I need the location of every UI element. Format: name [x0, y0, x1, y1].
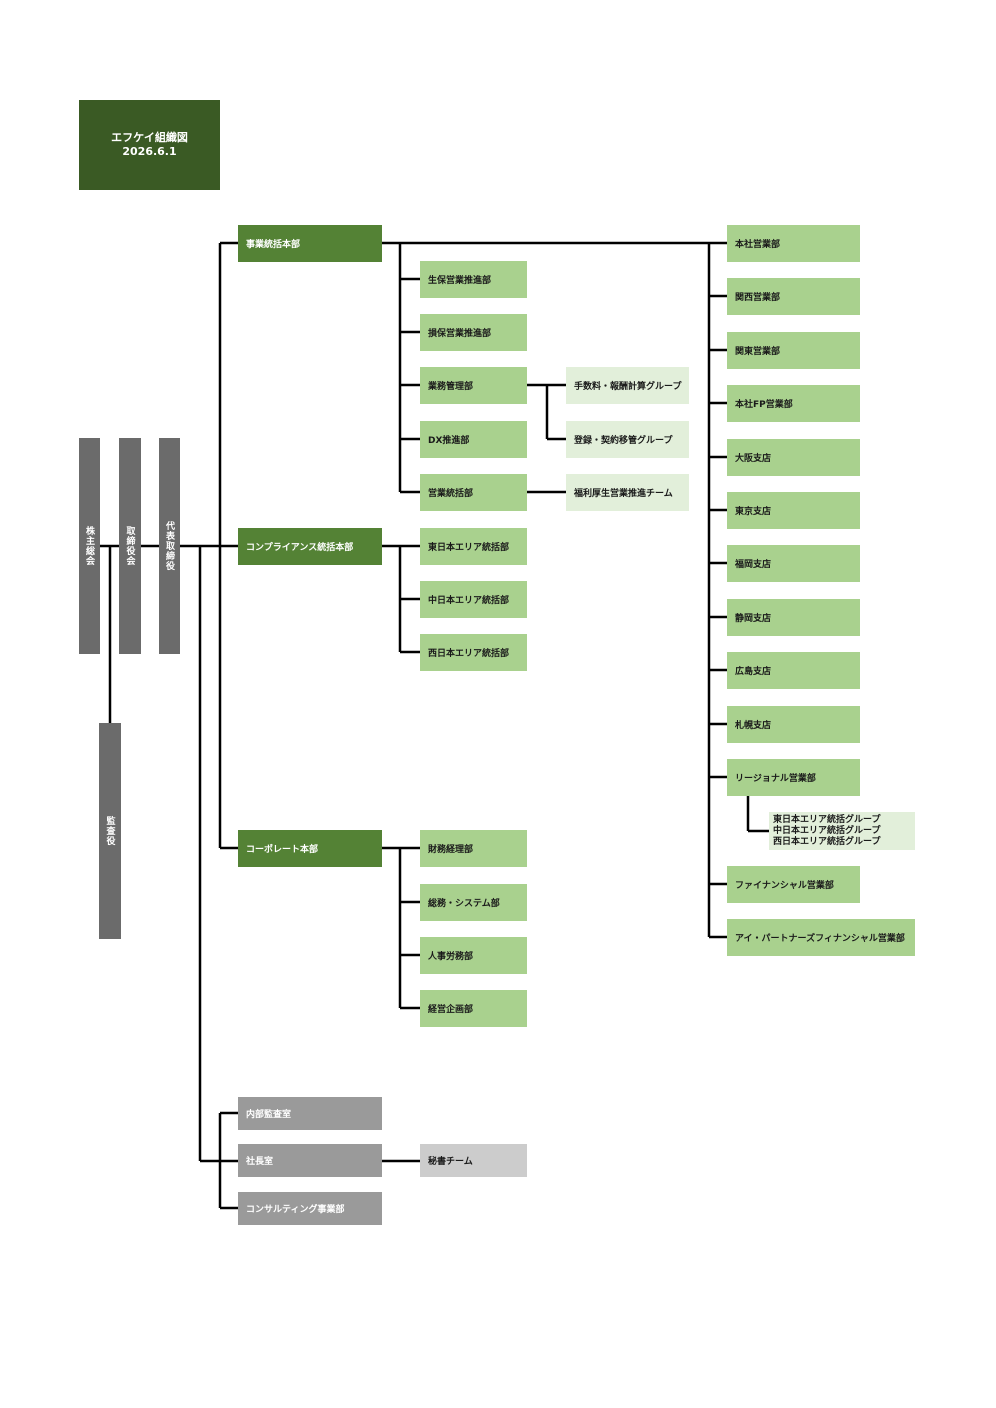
chart-title: エフケイ組織図 2026.6.1	[79, 100, 220, 190]
dept-central-japan-area: 中日本エリア統括部	[420, 581, 527, 618]
dept-dx-promotion: DX推進部	[420, 421, 527, 458]
dept-life-insurance-promotion: 生保営業推進部	[420, 261, 527, 298]
regional-group-label: 中日本エリア統括グループ	[773, 825, 881, 836]
dept-corporate-planning: 経営企画部	[420, 990, 527, 1027]
chart-title-date: 2026.6.1	[122, 145, 177, 158]
hq-corporate: コーポレート本部	[238, 830, 382, 867]
secretary-team: 秘書チーム	[420, 1144, 527, 1177]
regional-group-label: 東日本エリア統括グループ	[773, 814, 881, 825]
team-welfare-sales: 福利厚生営業推進チーム	[566, 474, 689, 511]
regional-groups-box: 東日本エリア統括グループ 中日本エリア統括グループ 西日本エリア統括グループ	[769, 812, 915, 850]
auditor-box: 監査役	[99, 723, 121, 939]
dept-non-life-promotion: 損保営業推進部	[420, 314, 527, 351]
shareholders-meeting-box: 株主総会	[79, 438, 100, 654]
dept-east-japan-area: 東日本エリア統括部	[420, 528, 527, 565]
consulting-division: コンサルティング事業部	[238, 1192, 382, 1225]
dept-operations-management: 業務管理部	[420, 367, 527, 404]
sales-unit: 大阪支店	[727, 439, 860, 476]
sales-unit: 福岡支店	[727, 545, 860, 582]
hq-business: 事業統括本部	[238, 225, 382, 262]
hq-compliance: コンプライアンス統括本部	[238, 528, 382, 565]
group-registration-transfer: 登録・契約移管グループ	[566, 421, 689, 458]
dept-general-affairs-systems: 総務・システム部	[420, 884, 527, 921]
sales-unit: 関東営業部	[727, 332, 860, 369]
sales-unit: 関西営業部	[727, 278, 860, 315]
dept-west-japan-area: 西日本エリア統括部	[420, 634, 527, 671]
regional-group-label: 西日本エリア統括グループ	[773, 836, 881, 847]
chart-title-name: エフケイ組織図	[111, 131, 188, 144]
sales-unit: ファイナンシャル営業部	[727, 866, 860, 903]
board-of-directors-box: 取締役会	[119, 438, 141, 654]
president-office: 社長室	[238, 1144, 382, 1177]
group-fee-calculation: 手数料・報酬計算グループ	[566, 367, 689, 404]
sales-unit: 本社FP営業部	[727, 385, 860, 422]
dept-finance-accounting: 財務経理部	[420, 830, 527, 867]
president-box: 代表取締役	[159, 438, 180, 654]
sales-unit: 静岡支店	[727, 599, 860, 636]
sales-unit: 札幌支店	[727, 706, 860, 743]
sales-unit: 広島支店	[727, 652, 860, 689]
dept-hr-labor: 人事労務部	[420, 937, 527, 974]
sales-unit: 東京支店	[727, 492, 860, 529]
sales-unit: アイ・パートナーズフィナンシャル営業部	[727, 919, 915, 956]
sales-unit: 本社営業部	[727, 225, 860, 262]
internal-audit-office: 内部監査室	[238, 1097, 382, 1130]
sales-unit: リージョナル営業部	[727, 759, 860, 796]
dept-sales-management: 営業統括部	[420, 474, 527, 511]
